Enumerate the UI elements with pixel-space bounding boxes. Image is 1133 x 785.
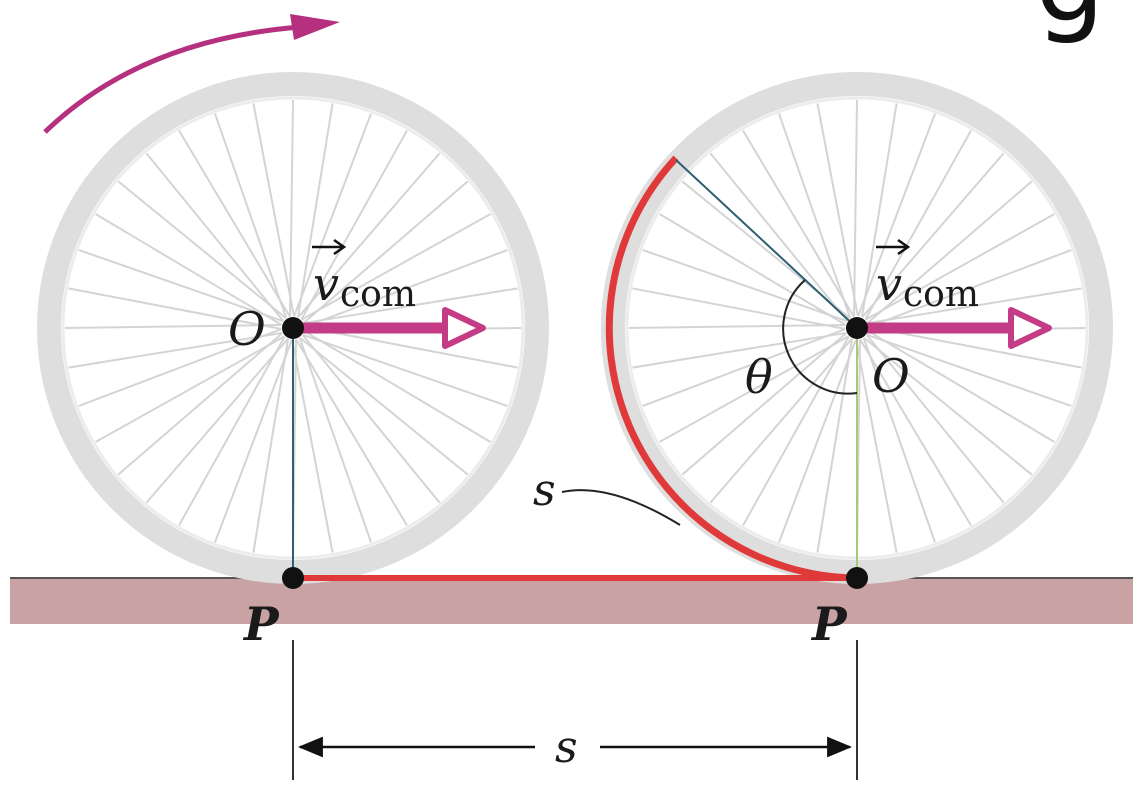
spoke xyxy=(145,338,289,504)
spoke xyxy=(291,339,334,553)
spoke xyxy=(178,336,286,526)
left-contact-dot xyxy=(282,567,304,589)
spoke xyxy=(864,130,972,320)
spoke xyxy=(178,130,291,317)
spoke xyxy=(301,213,491,321)
spoke xyxy=(299,336,469,476)
spoke xyxy=(298,337,372,543)
spoke xyxy=(68,331,283,369)
left-wheel-spokes xyxy=(64,99,522,557)
spoke xyxy=(304,326,518,369)
spoke xyxy=(95,335,285,443)
spoke xyxy=(300,130,408,320)
spoke xyxy=(865,213,1055,321)
spoke xyxy=(117,332,283,476)
vector-arrow-icon xyxy=(312,238,347,256)
spoke xyxy=(289,99,294,317)
center-label-right: O xyxy=(872,349,910,403)
spoke xyxy=(742,130,855,317)
spoke xyxy=(301,334,441,504)
left-center-dot xyxy=(282,317,304,339)
spoke xyxy=(659,213,846,326)
arc-length-red xyxy=(605,155,858,582)
vector-arrow-icon xyxy=(876,238,911,256)
spoke xyxy=(95,213,282,326)
spoke xyxy=(214,339,293,543)
spoke xyxy=(297,152,441,318)
distance-label: s xyxy=(555,722,578,773)
velocity-label-right: v com xyxy=(876,238,979,315)
arc-length-label: s xyxy=(533,465,556,516)
spoke xyxy=(659,335,849,443)
spoke xyxy=(859,339,972,526)
theta-angle-arc xyxy=(782,279,858,395)
theta-label: θ xyxy=(745,350,773,404)
distance-dimension xyxy=(292,640,858,780)
spoke xyxy=(855,339,898,553)
right-center-dot xyxy=(846,317,868,339)
arc-label-leader xyxy=(561,489,681,526)
spoke xyxy=(296,103,334,318)
spoke xyxy=(867,180,1033,324)
curved-arrow-icon xyxy=(43,14,340,134)
spoke xyxy=(642,249,848,323)
contact-label-right: P xyxy=(810,597,848,651)
velocity-label-left: v com xyxy=(312,238,416,315)
spoke xyxy=(778,339,857,543)
spoke xyxy=(632,287,846,330)
svg-text:com: com xyxy=(903,274,979,315)
spoke xyxy=(68,287,282,330)
spoke xyxy=(304,249,508,328)
spoke xyxy=(866,333,1072,407)
spoke xyxy=(78,249,284,323)
left-velocity-arrow xyxy=(300,307,486,349)
spoke xyxy=(868,330,1055,443)
spoke xyxy=(64,324,282,329)
spoke xyxy=(778,113,852,319)
spoke xyxy=(632,331,847,369)
corner-glyph: g xyxy=(1035,0,1105,46)
spoke xyxy=(816,103,859,317)
spoke xyxy=(252,338,290,553)
spoke xyxy=(863,336,1033,476)
spoke xyxy=(742,336,850,526)
spoke xyxy=(252,103,295,317)
spoke xyxy=(293,113,372,317)
center-label-left: O xyxy=(228,302,266,356)
spoke xyxy=(302,333,508,407)
spoke xyxy=(816,338,854,553)
spoke xyxy=(214,113,288,319)
spoke xyxy=(303,180,469,324)
spoke xyxy=(145,152,285,322)
spoke xyxy=(117,180,287,320)
spoke xyxy=(860,103,898,318)
spoke xyxy=(303,287,518,325)
svg-text:v: v xyxy=(876,257,902,311)
spoke xyxy=(857,113,936,317)
road xyxy=(10,577,1133,624)
spoke xyxy=(642,328,846,407)
spoke xyxy=(295,339,408,526)
right-radius-to-arc-end xyxy=(675,159,858,329)
spoke xyxy=(862,337,936,543)
spoke xyxy=(628,324,846,329)
spoke xyxy=(78,328,282,407)
spoke xyxy=(868,249,1072,328)
right-contact-dot xyxy=(846,567,868,589)
spoke xyxy=(868,326,1082,369)
spoke xyxy=(709,338,853,504)
contact-label-left: P xyxy=(242,597,280,651)
spoke xyxy=(865,334,1005,504)
spoke xyxy=(853,99,858,317)
spoke xyxy=(861,152,1005,318)
spoke xyxy=(709,152,849,322)
spoke xyxy=(304,330,491,443)
spoke xyxy=(867,287,1082,325)
right-velocity-arrow xyxy=(864,307,1052,349)
svg-text:v: v xyxy=(313,257,339,311)
svg-text:com: com xyxy=(340,274,416,315)
spoke xyxy=(681,332,847,476)
